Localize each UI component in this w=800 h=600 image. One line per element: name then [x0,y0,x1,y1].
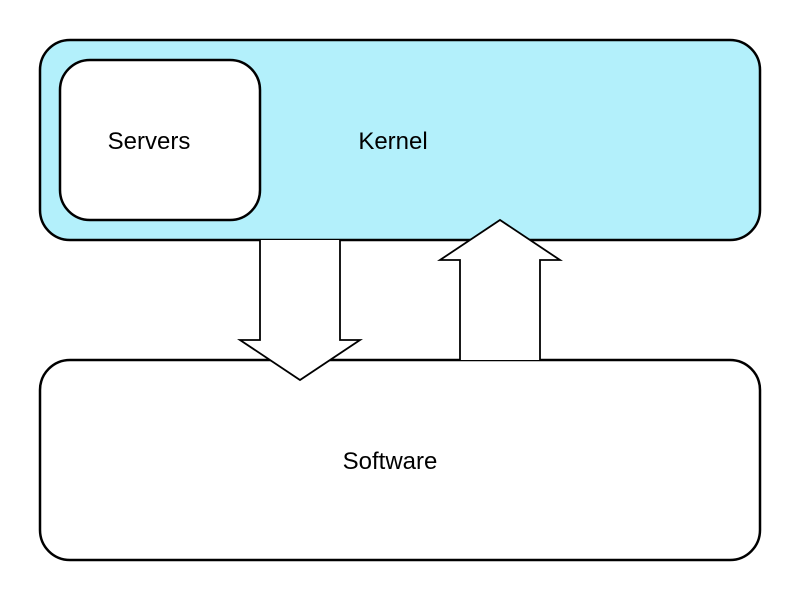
kernel-label: Kernel [358,128,427,155]
software-node: Software [38,358,762,562]
software-box [38,358,762,562]
up-arrow-software-to-kernel [437,218,563,360]
servers-node: Servers [58,58,262,222]
servers-label: Servers [108,128,191,155]
down-arrow-kernel-to-software [237,240,363,382]
software-label: Software [343,448,438,475]
servers-box [58,58,262,222]
